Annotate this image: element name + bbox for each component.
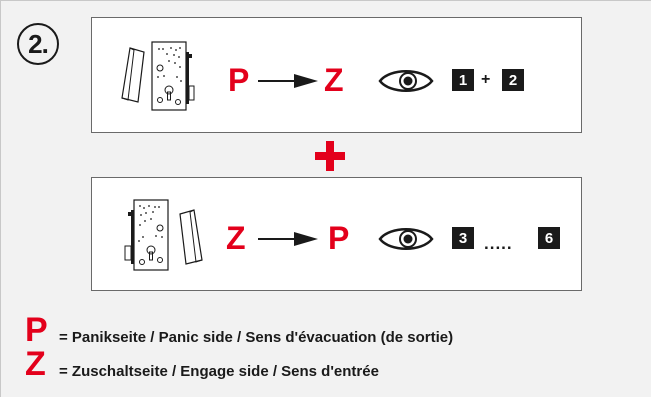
door-leaf-icon — [121, 47, 145, 103]
legend-letter: P — [25, 311, 48, 349]
step-range-dots: ..... — [484, 234, 513, 253]
arrow-right-icon — [258, 74, 318, 88]
flow-start-letter: Z — [226, 220, 246, 256]
step-reference-box: 3 — [452, 227, 474, 249]
door-leaf-icon — [179, 209, 203, 265]
panel-engage-to-panic: Z P 3 ..... 6 — [91, 177, 582, 291]
eye-icon — [378, 70, 434, 92]
eye-icon — [378, 228, 434, 250]
step-reference-box: 2 — [502, 69, 524, 91]
legend-text: = Panikseite / Panic side / Sens d'évacu… — [59, 328, 454, 346]
step-number-badge: 2. — [17, 23, 59, 65]
flow-start-letter: P — [228, 62, 250, 98]
legend-row-engage: Z = Zuschaltseite / Engage side / Sens d… — [25, 345, 379, 383]
lock-mechanism-icon — [124, 199, 169, 271]
legend-text: = Zuschaltseite / Engage side / Sens d'e… — [59, 362, 379, 380]
step-joiner: + — [481, 71, 491, 88]
legend-row-panic: P = Panikseite / Panic side / Sens d'éva… — [25, 311, 454, 349]
lock-mechanism-icon — [151, 41, 195, 111]
red-plus-icon — [315, 141, 345, 171]
arrow-right-icon — [258, 232, 318, 246]
step-number-label: 2. — [28, 28, 49, 59]
step-reference-box: 6 — [538, 227, 560, 249]
legend-letter: Z — [25, 345, 46, 383]
panel-panic-to-engage: P Z 1 + 2 — [91, 17, 582, 133]
flow-end-letter: Z — [324, 62, 344, 98]
step-reference-box: 1 — [452, 69, 474, 91]
flow-end-letter: P — [328, 220, 350, 256]
